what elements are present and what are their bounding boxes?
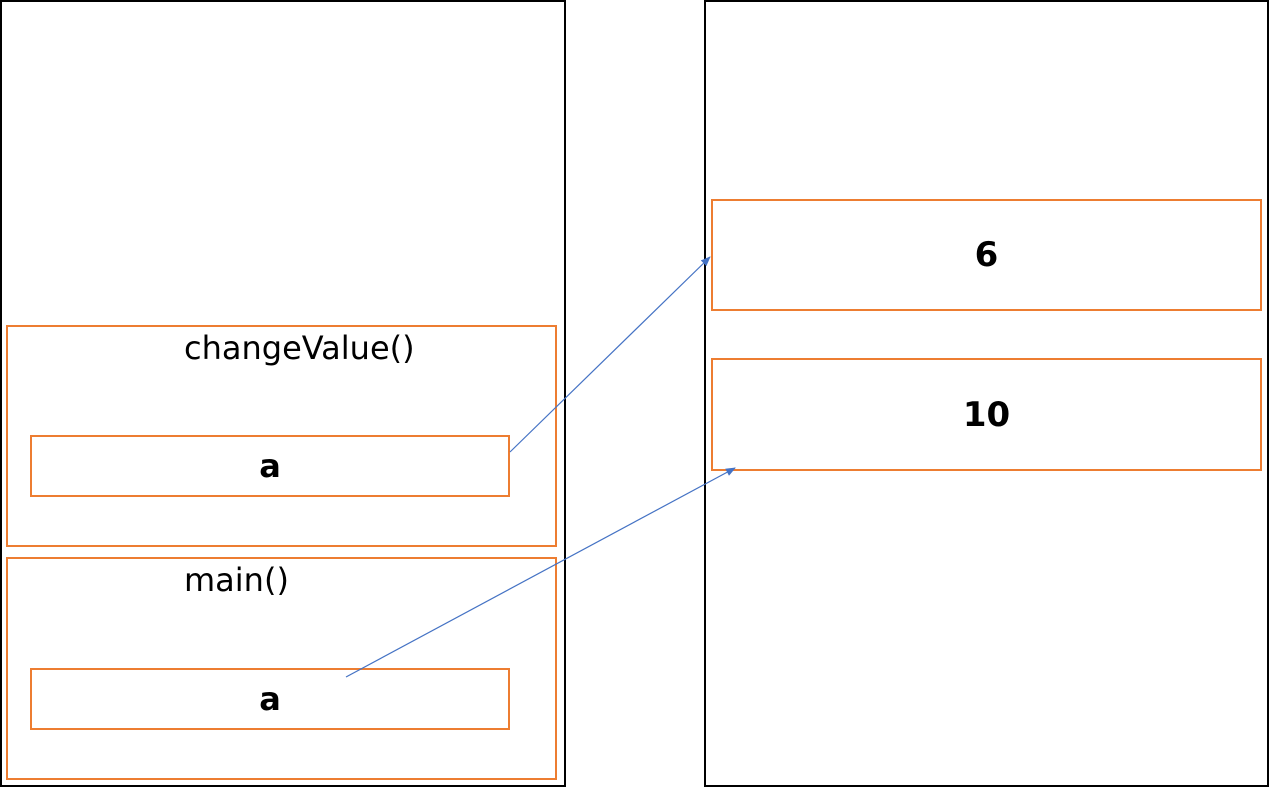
frame-title-changevalue: changeValue() [184, 329, 415, 367]
variable-a-main: a [30, 668, 510, 730]
frame-title-main: main() [184, 561, 289, 599]
variable-a-changevalue: a [30, 435, 510, 497]
heap-cell-6: 6 [711, 199, 1262, 311]
heap-cell-10: 10 [711, 358, 1262, 471]
